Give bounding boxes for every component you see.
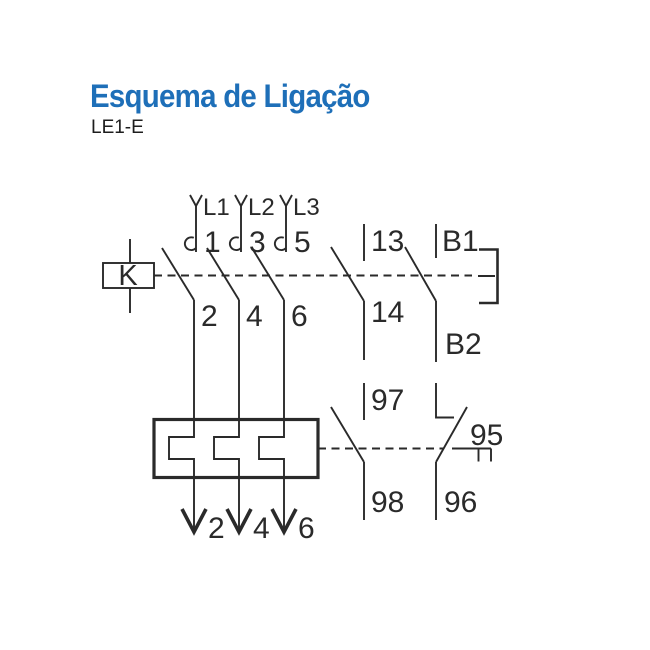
- main-pole-l3: L3 5 6 6: [251, 194, 320, 545]
- main-pole-l1: L1 1 2 2: [161, 194, 230, 545]
- load-arrow-icon: [270, 508, 298, 536]
- page-title: Esquema de Ligação: [90, 78, 370, 114]
- terminal-out-label: 4: [246, 300, 263, 333]
- load-arrow-icon: [225, 508, 253, 536]
- trip-latch-icon: [477, 448, 492, 462]
- fixed-contact-clip-icon: [183, 236, 197, 251]
- terminal-out-label: 98: [371, 486, 404, 519]
- pole-conductor-with-thermal-element: [258, 300, 285, 530]
- overload-relay-box: [152, 417, 320, 480]
- load-terminal-label: 4: [253, 512, 270, 545]
- load-terminal-label: 2: [208, 512, 225, 545]
- terminal-out-label: B2: [445, 328, 482, 361]
- terminal-in-label: 97: [371, 384, 404, 417]
- load-terminal-label: 6: [298, 512, 315, 545]
- fixed-contact-clip-icon: [273, 236, 287, 251]
- terminal-lead-top: [435, 383, 454, 419]
- coil-label: K: [118, 260, 138, 292]
- terminal-out-label: 14: [371, 296, 404, 329]
- contact-blade: [330, 406, 365, 463]
- terminal-in-label: 1: [204, 226, 221, 259]
- pole-conductor-with-thermal-element: [213, 300, 240, 530]
- contactor-coil-k: K: [102, 239, 155, 313]
- terminal-out-label: 6: [291, 300, 308, 333]
- contact-blade: [161, 247, 195, 301]
- supply-terminal-icon: [189, 194, 203, 208]
- actuator-bracket-icon: [479, 248, 499, 305]
- contact-blade: [435, 406, 468, 463]
- contact-blade: [330, 246, 365, 302]
- terminal-in-label: 3: [249, 226, 266, 259]
- terminal-in-label: B1: [442, 225, 479, 258]
- load-arrow-icon: [180, 508, 208, 536]
- coil-terminals-b1-b2: B1 B2: [404, 224, 499, 362]
- aux-contact-13-14: 13 14: [330, 224, 404, 360]
- supply-label: L2: [248, 194, 275, 221]
- terminal-in-label: 5: [294, 226, 311, 259]
- supply-label: L1: [203, 194, 230, 221]
- fixed-contact-clip-icon: [228, 236, 242, 251]
- contact-blade: [251, 247, 285, 301]
- terminal-in-label: 95: [470, 419, 503, 452]
- model-reference: LE1-E: [91, 117, 144, 138]
- terminal-out-label: 96: [444, 486, 477, 519]
- overload-no-contact-97-98: 97 98: [330, 383, 404, 520]
- terminal-in-label: 13: [371, 225, 404, 258]
- contact-blade: [206, 247, 240, 301]
- pole-conductor-with-thermal-element: [168, 300, 195, 530]
- overload-nc-contact-95-96: 95 96: [435, 383, 503, 520]
- supply-terminal-icon: [279, 194, 293, 208]
- contact-blade: [404, 246, 437, 302]
- terminal-out-label: 2: [201, 300, 218, 333]
- supply-terminal-icon: [234, 194, 248, 208]
- supply-label: L3: [293, 194, 320, 221]
